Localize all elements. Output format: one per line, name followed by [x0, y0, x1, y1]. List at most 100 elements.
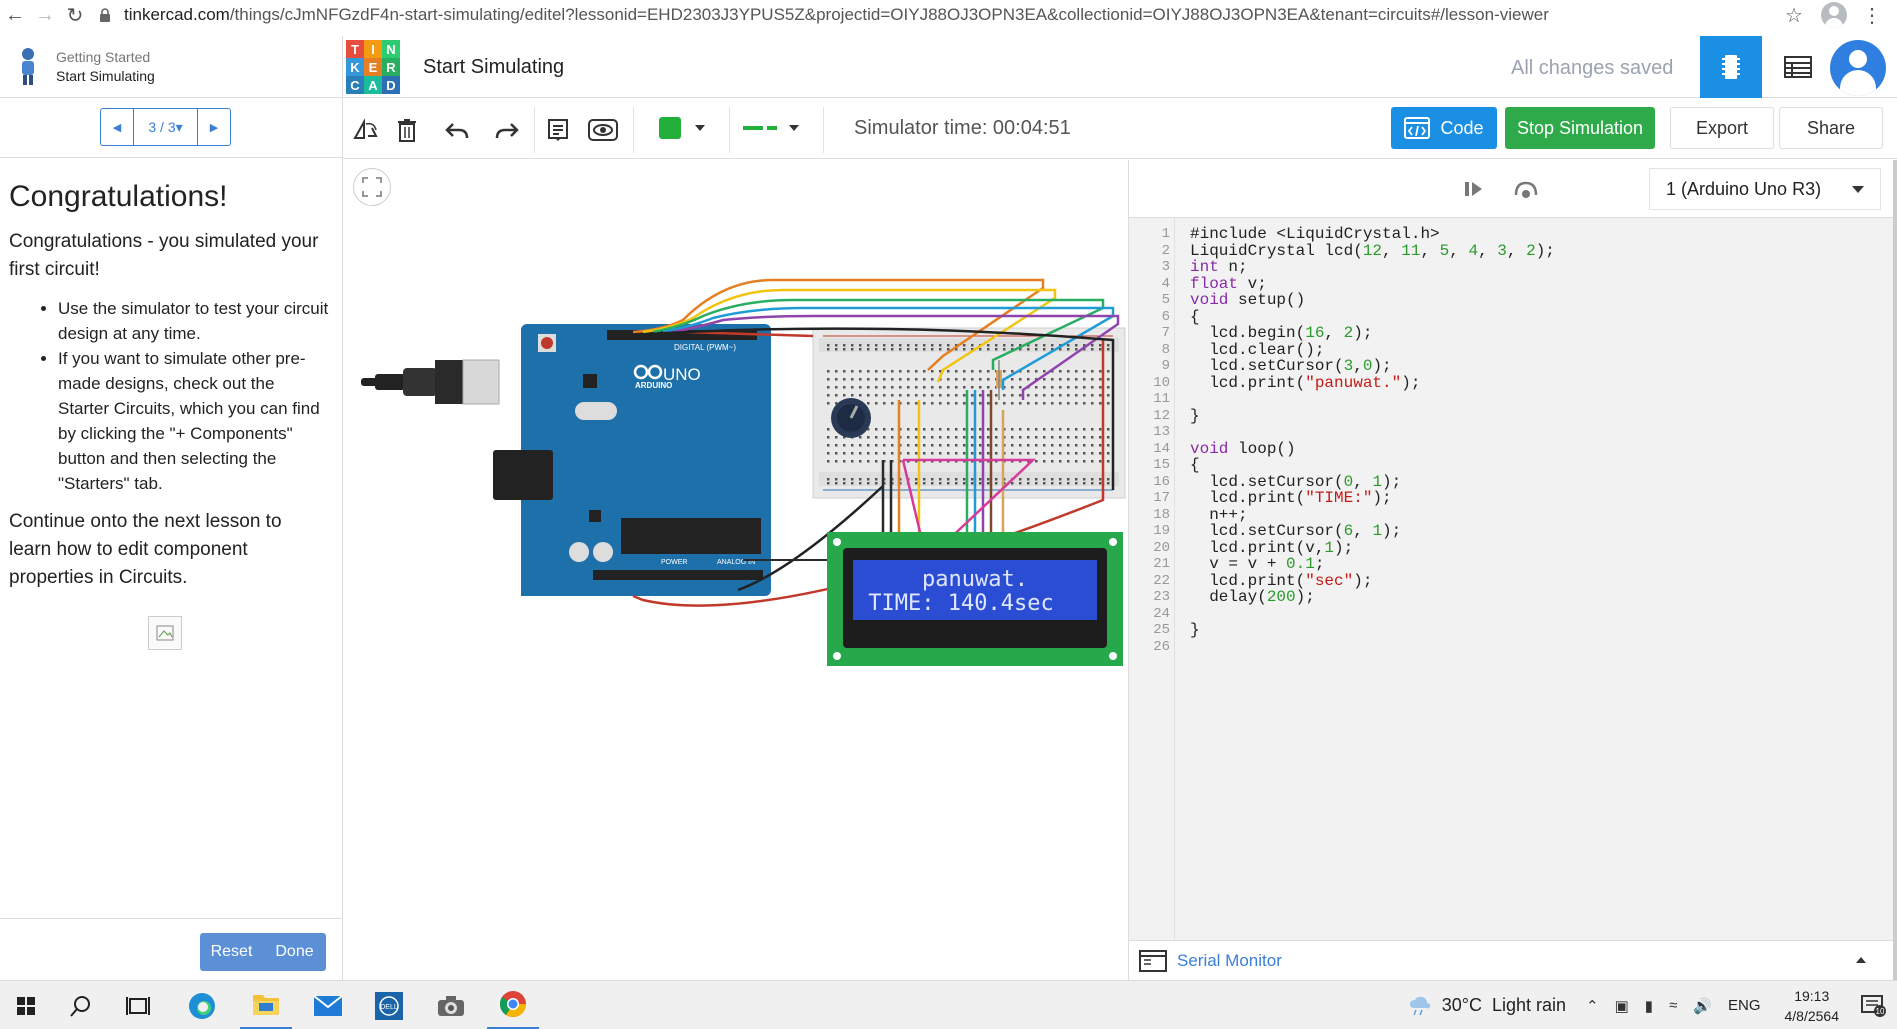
lcd-16x2[interactable]: panuwat. TIME: 140.4sec [827, 532, 1123, 666]
breadboard-hole [875, 378, 878, 381]
mail-icon[interactable] [302, 981, 354, 1029]
code-line[interactable]: 12} [1129, 406, 1894, 426]
logo-letter: D [382, 76, 400, 94]
meet-now-icon[interactable]: ▣ [1614, 997, 1629, 1015]
rotate-icon[interactable] [349, 113, 383, 147]
code-line[interactable]: 24 [1129, 604, 1894, 624]
line-number: 15 [1153, 457, 1170, 473]
breadboard-hole [1067, 436, 1070, 439]
menu-dots-icon[interactable]: ⋮ [1862, 4, 1882, 27]
board-select[interactable]: 1 (Arduino Uno R3) [1649, 168, 1881, 210]
code-line[interactable]: 9 lcd.setCursor(3,0); [1129, 356, 1894, 376]
battery-icon[interactable]: ▮ [1644, 997, 1654, 1015]
usb-cable[interactable] [361, 359, 500, 405]
code-line[interactable]: 15{ [1129, 455, 1894, 475]
edge-browser-icon[interactable] [176, 981, 228, 1029]
serial-monitor-bar[interactable]: Serial Monitor [1129, 940, 1894, 980]
reset-button[interactable]: Reset [210, 943, 253, 960]
breadboard-hole [1011, 394, 1014, 397]
step-dropdown[interactable]: 3 / 3▾ [133, 109, 198, 145]
code-line[interactable]: 11 [1129, 389, 1894, 409]
delete-icon[interactable] [390, 113, 424, 147]
wifi-icon[interactable]: ≈ [1669, 997, 1678, 1014]
dell-app-icon[interactable]: DELL [363, 981, 415, 1029]
circuit-view-button[interactable] [1700, 36, 1762, 98]
code-line[interactable]: 10 lcd.print("panuwat."); [1129, 373, 1894, 393]
forward-icon[interactable]: → [35, 3, 55, 26]
code-line[interactable]: 26 [1129, 637, 1894, 657]
notifications-icon[interactable]: 10 [1859, 991, 1889, 1021]
back-icon[interactable]: ← [5, 3, 25, 26]
breadboard-hole [1099, 452, 1102, 455]
user-avatar[interactable] [1830, 40, 1886, 96]
code-line[interactable]: 18 n++; [1129, 505, 1894, 525]
notes-icon[interactable] [541, 113, 575, 147]
volume-icon[interactable]: 🔊 [1693, 997, 1712, 1015]
visibility-eye-icon[interactable] [586, 113, 620, 147]
done-button[interactable]: Done [275, 943, 314, 960]
camera-app-icon[interactable] [425, 981, 477, 1029]
code-line[interactable]: 16 lcd.setCursor(0, 1); [1129, 472, 1894, 492]
circuit-canvas[interactable]: DIGITAL (PWM~) UNO ARDUINO POWER ANALOG … [343, 160, 1128, 980]
breadboard-hole [915, 444, 918, 447]
wire-type-select[interactable] [735, 110, 811, 146]
component-list-button[interactable] [1770, 36, 1826, 98]
code-line[interactable]: 1#include <LiquidCrystal.h> [1129, 224, 1894, 244]
code-line[interactable]: 21 v = v + 0.1; [1129, 554, 1894, 574]
lesson-bullet: Use the simulator to test your circuit d… [58, 296, 329, 346]
breadboard-hole [955, 402, 958, 405]
zoom-to-fit-button[interactable] [353, 168, 391, 206]
windows-start-icon[interactable] [0, 981, 52, 1029]
step-into-icon[interactable] [1459, 174, 1489, 204]
undo-icon[interactable] [440, 113, 474, 147]
search-icon[interactable] [55, 981, 107, 1029]
task-view-icon[interactable] [112, 981, 164, 1029]
scrollbar[interactable] [1893, 160, 1897, 980]
code-line[interactable]: 25} [1129, 620, 1894, 640]
reload-icon[interactable]: ↻ [66, 4, 84, 27]
address-bar[interactable]: tinkercad.com/things/cJmNFGzdF4n-start-s… [90, 2, 1777, 28]
taskbar-clock[interactable]: 19:13 4/8/2564 [1785, 986, 1840, 1026]
code-line[interactable]: 22 lcd.print("sec"); [1129, 571, 1894, 591]
tinkercad-logo[interactable]: T I N K E R C A D [346, 40, 400, 94]
breadboard-hole [923, 348, 926, 351]
bookmark-star-icon[interactable]: ☆ [1785, 4, 1803, 27]
potentiometer[interactable] [831, 398, 871, 438]
code-line[interactable]: 6{ [1129, 307, 1894, 327]
weather-widget[interactable]: 30°C Light rain [1408, 995, 1566, 1016]
design-title[interactable]: Start Simulating [423, 56, 565, 78]
stop-simulation-button[interactable]: Stop Simulation [1505, 107, 1655, 149]
profile-icon[interactable] [1821, 2, 1847, 28]
breadboard-hole [923, 370, 926, 373]
wire-color-select[interactable] [649, 110, 725, 146]
resistor[interactable] [996, 360, 1002, 400]
code-line[interactable]: 13 [1129, 422, 1894, 442]
breadboard-hole [939, 428, 942, 431]
next-step-button[interactable]: ▶ [209, 121, 219, 134]
code-line[interactable]: 20 lcd.print(v,1); [1129, 538, 1894, 558]
file-explorer-icon[interactable] [240, 981, 292, 1029]
chrome-browser-icon[interactable] [487, 981, 539, 1029]
debugger-icon[interactable] [1511, 174, 1541, 204]
export-button[interactable]: Export [1670, 107, 1774, 149]
code-line[interactable]: 23 delay(200); [1129, 587, 1894, 607]
wires[interactable] [631, 278, 1120, 607]
code-line[interactable]: 19 lcd.setCursor(6, 1); [1129, 521, 1894, 541]
code-button[interactable]: Code [1391, 107, 1497, 149]
input-language[interactable]: ENG [1727, 997, 1761, 1014]
tray-chevron-icon[interactable]: ⌃ [1586, 997, 1599, 1015]
arduino-uno-board[interactable]: DIGITAL (PWM~) UNO ARDUINO POWER ANALOG … [493, 324, 771, 596]
redo-icon[interactable] [490, 113, 524, 147]
code-line[interactable]: 7 lcd.begin(16, 2); [1129, 323, 1894, 343]
code-line[interactable]: 17 lcd.print("TIME:"); [1129, 488, 1894, 508]
breadboard-hole [995, 394, 998, 397]
code-line[interactable]: 8 lcd.clear(); [1129, 340, 1894, 360]
prev-step-button[interactable]: ◀ [112, 121, 122, 134]
share-button[interactable]: Share [1779, 107, 1883, 149]
